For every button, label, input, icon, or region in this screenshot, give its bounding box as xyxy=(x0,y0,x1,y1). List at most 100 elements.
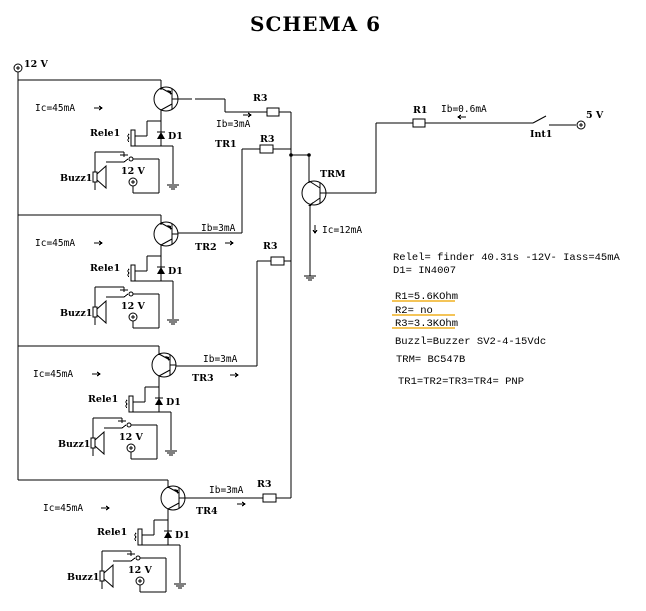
note-line: R2= no xyxy=(395,305,433,317)
tr2-label: TR2 xyxy=(195,242,217,253)
tr3-label: TR3 xyxy=(192,373,214,384)
relay-winding-icon xyxy=(127,268,130,278)
r3-label-3: R3 xyxy=(263,241,278,252)
ground-icon xyxy=(304,275,316,281)
switch-int1[interactable]: Int1 xyxy=(530,115,576,140)
relay-supply-label: 12 V xyxy=(128,565,153,576)
trm-label: TRM xyxy=(320,169,346,180)
relay-coil-icon xyxy=(137,528,143,546)
relay-winding-icon xyxy=(125,399,128,409)
arrow-right-icon xyxy=(225,240,234,246)
emitter-arrow-icon xyxy=(174,489,178,494)
positive-terminal-icon xyxy=(128,177,138,187)
supply-5v-label: 5 V xyxy=(586,110,604,121)
switch-label: Int1 xyxy=(530,129,552,140)
buzzer-icon xyxy=(90,437,96,449)
ground-icon xyxy=(174,583,186,589)
ground-icon xyxy=(167,319,179,325)
r1-ib-label: Ib=0.6mA xyxy=(441,104,487,115)
diode-label: D1 xyxy=(168,266,183,277)
emitter-arrow-icon xyxy=(165,356,169,361)
diode-icon xyxy=(155,398,163,405)
arrow-right-icon xyxy=(94,105,103,111)
resistor-r3-tr1 xyxy=(266,107,280,117)
transistor-trm: TRM xyxy=(301,169,376,206)
emitter-arrow-icon xyxy=(167,225,171,230)
stage-3: Rele1 D1 12 V Buzz1 Ic=45mA xyxy=(33,352,181,460)
supply-5v: 5 V xyxy=(576,110,604,130)
diode-label: D1 xyxy=(175,530,190,541)
ib-label-tr4: Ib=3mA xyxy=(209,485,244,496)
relay-label: Rele1 xyxy=(90,128,120,139)
ic-label: Ic=45mA xyxy=(35,238,75,249)
ib-label-tr3: Ib=3mA xyxy=(203,354,238,365)
buzzer-label: Buzz1 xyxy=(60,173,92,184)
tr4-label: TR4 xyxy=(196,506,218,517)
r3-label-4: R3 xyxy=(257,479,272,490)
r3-label-1: R3 xyxy=(253,93,268,104)
ground-icon xyxy=(167,184,179,190)
component-notes: Relel= finder 40.31s -12V- Iass=45mAD1= … xyxy=(392,252,621,388)
relay-supply-label: 12 V xyxy=(121,301,146,312)
tr1-label: TR1 xyxy=(215,139,237,150)
note-line: TR1=TR2=TR3=TR4= PNP xyxy=(398,376,524,388)
relay-label: Rele1 xyxy=(90,263,120,274)
transistor-tr3 xyxy=(151,352,177,378)
ib-label-tr1: Ib=3mA xyxy=(216,119,251,130)
arrow-right-icon xyxy=(230,372,239,378)
diode-icon xyxy=(164,531,172,538)
transistor-tr2 xyxy=(153,221,179,247)
arrow-right-icon xyxy=(94,240,103,246)
positive-terminal-icon xyxy=(135,576,145,586)
arrow-right-icon xyxy=(101,505,110,511)
buzzer-icon xyxy=(99,570,105,582)
resistor-r3-tr2 xyxy=(259,144,274,154)
ic-label: Ic=45mA xyxy=(43,503,83,514)
note-line: D1= IN4007 xyxy=(393,265,456,277)
buzzer-label: Buzz1 xyxy=(58,439,90,450)
emitter-arrow-icon xyxy=(167,90,171,95)
positive-terminal-icon xyxy=(576,120,586,130)
note-line: R3=3.3KOhm xyxy=(395,318,458,330)
relay-supply-label: 12 V xyxy=(119,432,144,443)
arrow-left-icon xyxy=(457,114,466,120)
resistor-r3-tr4 xyxy=(262,493,277,503)
relay-coil-icon xyxy=(130,264,136,282)
stage-2: Rele1 D1 12 V Buzz1 Ic=45mA xyxy=(35,221,183,329)
supply-12v-main: 12 V xyxy=(13,59,49,73)
relay-winding-icon xyxy=(127,133,130,143)
transistor-tr4 xyxy=(160,485,186,511)
buzzer-icon xyxy=(92,306,98,318)
arrow-down-icon xyxy=(312,225,318,234)
supply-label: 12 V xyxy=(24,59,49,70)
note-line: Buzzl=Buzzer SV2-4-15Vdc xyxy=(395,336,546,348)
note-line: Relel= finder 40.31s -12V- Iass=45mA xyxy=(393,252,621,264)
ic-label: Ic=45mA xyxy=(33,369,73,380)
buzzer-label: Buzz1 xyxy=(67,572,99,583)
ground-icon xyxy=(165,450,177,456)
trm-ic-label: Ic=12mA xyxy=(322,225,362,236)
relay-coil-icon xyxy=(130,129,136,147)
relay-label: Rele1 xyxy=(88,394,118,405)
relay-coil-icon xyxy=(128,395,134,413)
note-line: R1=5.6KOhm xyxy=(395,291,458,303)
arrow-right-icon xyxy=(243,112,252,118)
note-line: TRM= BC547B xyxy=(396,354,465,366)
transistor-tr1 xyxy=(153,86,179,112)
r1-label: R1 xyxy=(413,105,428,116)
positive-terminal-icon xyxy=(126,443,136,453)
positive-terminal-icon xyxy=(128,312,138,322)
relay-supply-label: 12 V xyxy=(121,166,146,177)
ic-label: Ic=45mA xyxy=(35,103,75,114)
diode-icon xyxy=(157,267,165,274)
buzzer-label: Buzz1 xyxy=(60,308,92,319)
resistor-r1 xyxy=(412,118,426,128)
arrow-right-icon xyxy=(237,501,246,507)
diode-label: D1 xyxy=(166,397,181,408)
relay-winding-icon xyxy=(134,532,137,542)
ib-label-tr2: Ib=3mA xyxy=(201,223,236,234)
r3-label-2: R3 xyxy=(260,134,275,145)
